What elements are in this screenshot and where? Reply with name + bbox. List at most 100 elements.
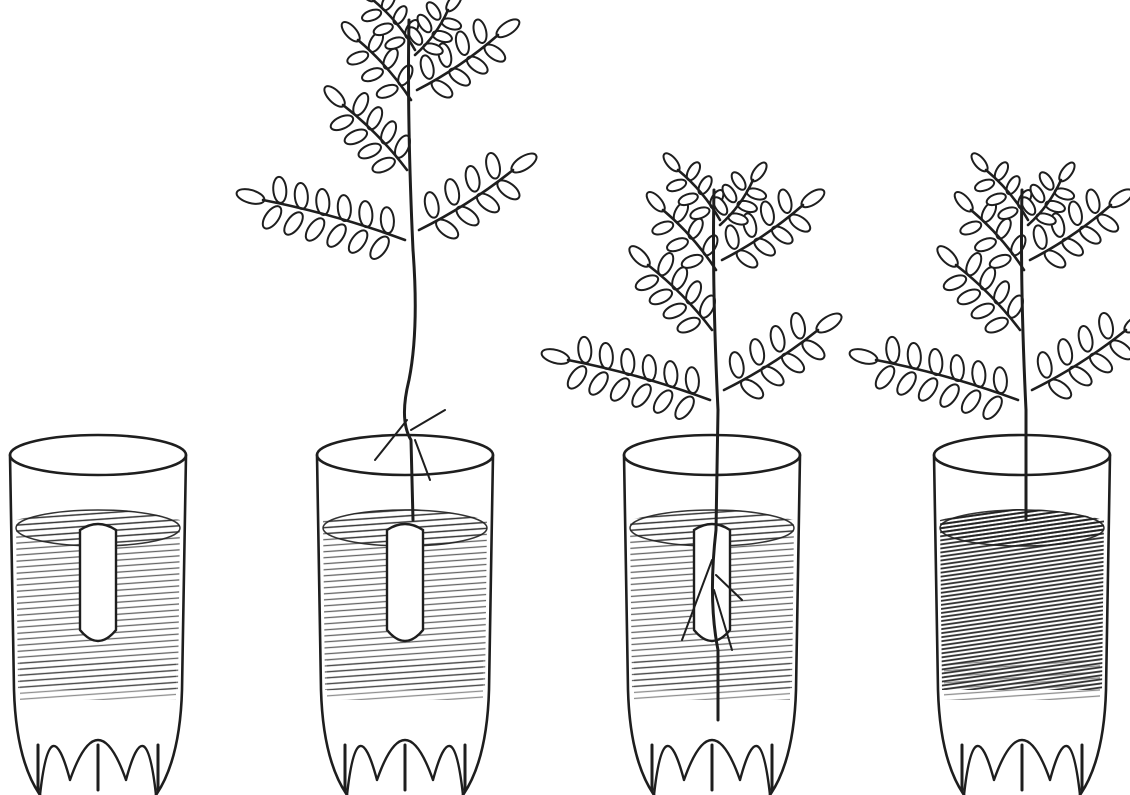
leaflet — [1076, 325, 1094, 353]
leaflet — [329, 112, 356, 133]
leaflet — [1077, 223, 1103, 247]
leaflet — [779, 350, 808, 376]
leaflet — [769, 223, 795, 247]
leaflet — [259, 203, 285, 232]
soil-surface — [940, 510, 1104, 546]
leaflet — [508, 150, 539, 176]
leaflet — [993, 367, 1008, 394]
seedling-4 — [848, 151, 1130, 520]
bottle-2 — [317, 435, 493, 795]
leaflet — [272, 176, 287, 203]
lower-water-band — [634, 660, 790, 700]
leaflet — [736, 199, 758, 214]
leaf-frond — [356, 0, 421, 51]
leaflet — [1036, 351, 1054, 379]
leaflet — [484, 152, 502, 180]
leaf-frond — [235, 176, 405, 262]
leaflet — [1059, 235, 1085, 259]
leaflet — [959, 219, 983, 237]
leaflet — [1066, 363, 1095, 389]
leaflet — [977, 265, 998, 292]
leaf-frond — [848, 336, 1018, 422]
leaf-frond — [722, 186, 827, 271]
seedling-2 — [235, 0, 540, 520]
leaf-frond — [321, 83, 413, 176]
leaflet — [346, 49, 370, 67]
leaf-frond — [626, 243, 718, 336]
leaflet — [728, 351, 746, 379]
leaf-frond — [969, 151, 1034, 222]
leaflet — [683, 279, 704, 306]
leaflet — [431, 29, 453, 44]
leaflet — [937, 381, 963, 410]
leaflet — [685, 367, 700, 394]
leaflet — [324, 221, 350, 250]
leaflet — [988, 252, 1012, 270]
planting-hole — [80, 524, 116, 641]
bottle-rim — [624, 435, 800, 475]
leaflet — [1097, 312, 1115, 340]
leaflet — [1031, 224, 1049, 250]
leaflet — [281, 209, 307, 238]
leaflet — [915, 375, 941, 404]
leaflet — [356, 141, 383, 162]
leaflet — [418, 54, 436, 80]
leaflet — [360, 66, 384, 84]
leaflet — [370, 155, 397, 176]
leaflet — [669, 265, 690, 292]
leaflet — [342, 126, 369, 147]
leaflet — [294, 182, 309, 209]
bottle-rim — [10, 435, 186, 475]
leaflet — [751, 235, 777, 259]
leaflet — [1004, 174, 1023, 196]
leaflet — [391, 4, 410, 26]
leaflet — [689, 205, 711, 221]
leaflet — [381, 46, 401, 71]
leaflet — [969, 301, 996, 322]
leaflet — [1087, 350, 1116, 376]
leaflet — [942, 272, 969, 293]
leaflet — [776, 188, 794, 214]
leaflet — [360, 7, 382, 23]
leaflet — [471, 18, 489, 44]
lower-water-band — [944, 660, 1100, 700]
leaf-frond — [419, 150, 540, 242]
bottle-rim — [317, 435, 493, 475]
leaflet — [997, 205, 1019, 221]
lower-water-band — [327, 660, 483, 700]
leaflet — [474, 190, 503, 216]
leaflet — [235, 186, 266, 206]
leaflet — [848, 346, 879, 366]
planting-hole — [387, 524, 423, 641]
leaflet — [991, 279, 1012, 306]
bottle-4 — [934, 435, 1110, 795]
leaflet — [799, 186, 828, 211]
leaflet — [661, 301, 688, 322]
bottle-rim — [934, 435, 1110, 475]
plant-canopy — [235, 0, 540, 262]
leaflet — [994, 216, 1014, 241]
leaflet — [577, 336, 592, 363]
plant-canopy — [848, 151, 1130, 422]
leaflet — [955, 286, 982, 307]
leaflet — [983, 315, 1010, 336]
leaflet — [647, 286, 674, 307]
leaflet — [372, 21, 394, 37]
leaflet — [813, 310, 844, 336]
lower-water-band — [20, 660, 176, 700]
leaflet — [1044, 199, 1066, 214]
stem-top — [409, 20, 414, 250]
leaflet — [378, 119, 399, 146]
leaflet — [885, 336, 900, 363]
leaflet — [650, 387, 676, 416]
leaflet — [789, 312, 807, 340]
leaflet — [364, 105, 385, 132]
leaflet — [380, 207, 395, 234]
leaflet — [367, 233, 393, 262]
leaflet — [748, 338, 766, 366]
leaflet — [985, 191, 1007, 207]
leaflet — [1084, 188, 1102, 214]
leaflet — [677, 191, 699, 207]
leaflet — [680, 252, 704, 270]
leaflet — [894, 369, 920, 398]
